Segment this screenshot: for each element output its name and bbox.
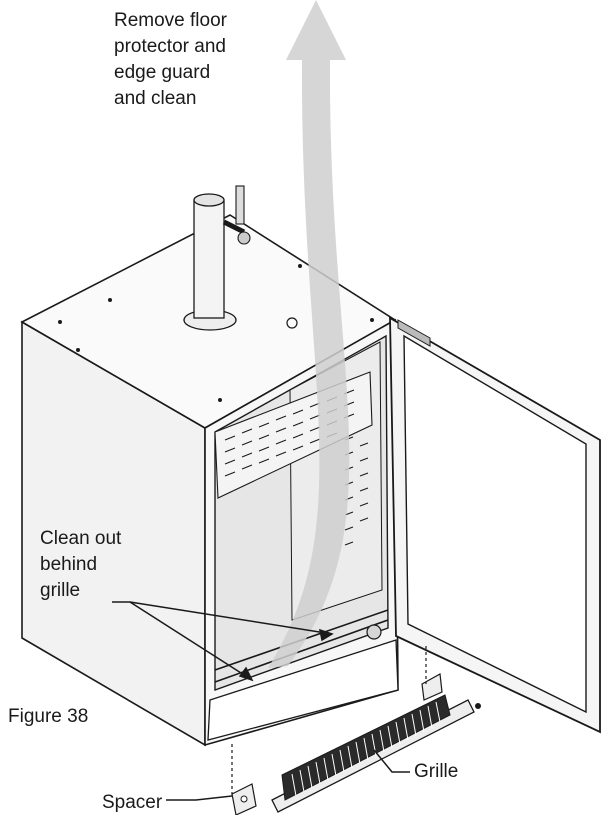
screw-right xyxy=(475,703,481,709)
leveling-foot xyxy=(366,624,382,640)
callout-line: edge guard xyxy=(114,62,211,83)
clean-behind-grille-callout: Clean out behind grille xyxy=(40,526,121,604)
remove-floor-protector-callout: Remove floor protector and edge guard an… xyxy=(114,8,227,112)
door-glass xyxy=(403,334,587,714)
callout-line: Clean out xyxy=(40,528,122,549)
callout-line: protector and xyxy=(114,36,226,57)
figure-number: Figure 38 xyxy=(8,706,89,727)
top-hole xyxy=(286,317,298,329)
callout-line: Remove floor xyxy=(114,10,227,31)
kick-plate-area xyxy=(207,639,399,741)
callout-line: and clean xyxy=(114,88,197,109)
callout-line: behind xyxy=(40,554,98,575)
spacer-part xyxy=(231,783,257,815)
shelf-vent-slots xyxy=(224,389,369,546)
spacer-label: Spacer xyxy=(102,792,163,813)
grille-part xyxy=(271,694,475,813)
draft-beer-tower-icon xyxy=(183,185,251,331)
callout-line: grille xyxy=(40,580,81,601)
spacer-right xyxy=(421,673,443,701)
callout-leader-lines xyxy=(112,601,410,801)
curved-up-arrow-icon xyxy=(268,0,350,668)
top-screws xyxy=(58,264,374,402)
door-hinge xyxy=(397,319,431,347)
grille-label: Grille xyxy=(414,761,459,782)
alignment-lines xyxy=(231,646,427,796)
